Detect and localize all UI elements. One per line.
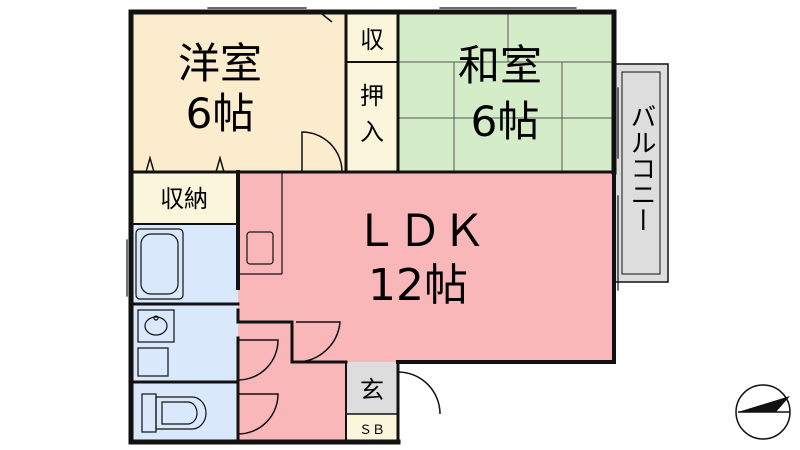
shoe-box-label: ＳＢ: [359, 423, 385, 438]
oshiire-label-bottom: 入: [360, 118, 384, 146]
balcony-fill: [614, 64, 668, 282]
storage-fill: [131, 172, 238, 224]
western-room-size: 6帖: [186, 89, 255, 138]
shoe-box-fill: [346, 414, 398, 442]
western-room-fill: [131, 12, 346, 172]
toilet-fill: [131, 382, 238, 442]
japanese-room-size: 6帖: [471, 97, 540, 146]
ldk-size: 12帖: [368, 260, 468, 311]
washbasin: [137, 309, 175, 377]
balcony-label: バルコニー: [626, 103, 656, 233]
western-room-name: 洋室: [178, 39, 262, 88]
japanese-room-name: 和室: [458, 41, 542, 90]
walls: [126, 7, 669, 445]
entrance-label: 玄: [360, 376, 384, 404]
oshiire-fill: [346, 62, 398, 172]
toilet-fixture: [141, 393, 207, 433]
doors: [145, 13, 441, 435]
bathtub: [135, 228, 184, 300]
tatami-lines: [398, 12, 614, 172]
storage-label: 収納: [160, 185, 208, 213]
north-arrow-icon: [735, 384, 791, 440]
bath-fill: [131, 224, 238, 304]
ldk-fill: [238, 172, 614, 362]
oshiire-label-top: 押: [360, 82, 384, 110]
hall-fill: [238, 322, 346, 442]
closet-top-label: 収: [360, 26, 384, 54]
genkan-fill: [346, 362, 398, 414]
washroom-fill: [131, 304, 238, 382]
kitchen-counter: [238, 172, 283, 275]
ldk-name: ＬＤＫ: [354, 206, 486, 257]
closet-top-fill: [346, 12, 398, 62]
